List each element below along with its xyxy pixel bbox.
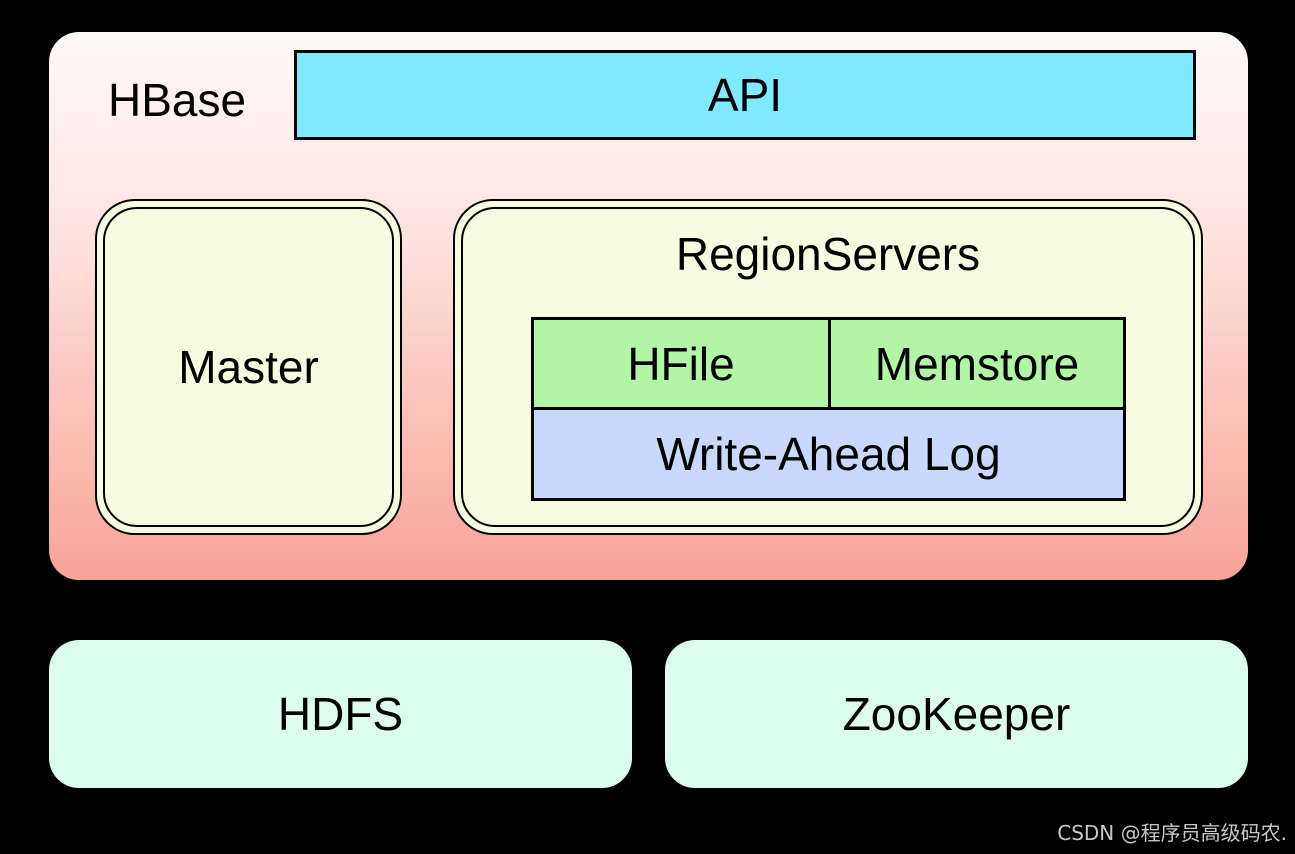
zookeeper-label: ZooKeeper [842,688,1071,740]
region-servers-label: RegionServers [675,228,981,280]
master-label: Master [178,341,319,393]
write-ahead-log-label: Write-Ahead Log [656,428,1001,480]
api-box: API [294,50,1196,140]
hfile-box: HFile [531,317,831,410]
write-ahead-log-box: Write-Ahead Log [531,407,1126,501]
hbase-label: HBase [108,74,247,126]
zookeeper-box: ZooKeeper [665,640,1248,788]
hfile-label: HFile [627,337,735,390]
hdfs-label: HDFS [277,688,404,740]
hdfs-box: HDFS [49,640,632,788]
watermark: CSDN @程序员高级码农. [1057,821,1287,845]
memstore-box: Memstore [828,317,1126,410]
master-box [95,199,402,535]
memstore-label: Memstore [874,337,1080,390]
api-label: API [707,69,783,121]
